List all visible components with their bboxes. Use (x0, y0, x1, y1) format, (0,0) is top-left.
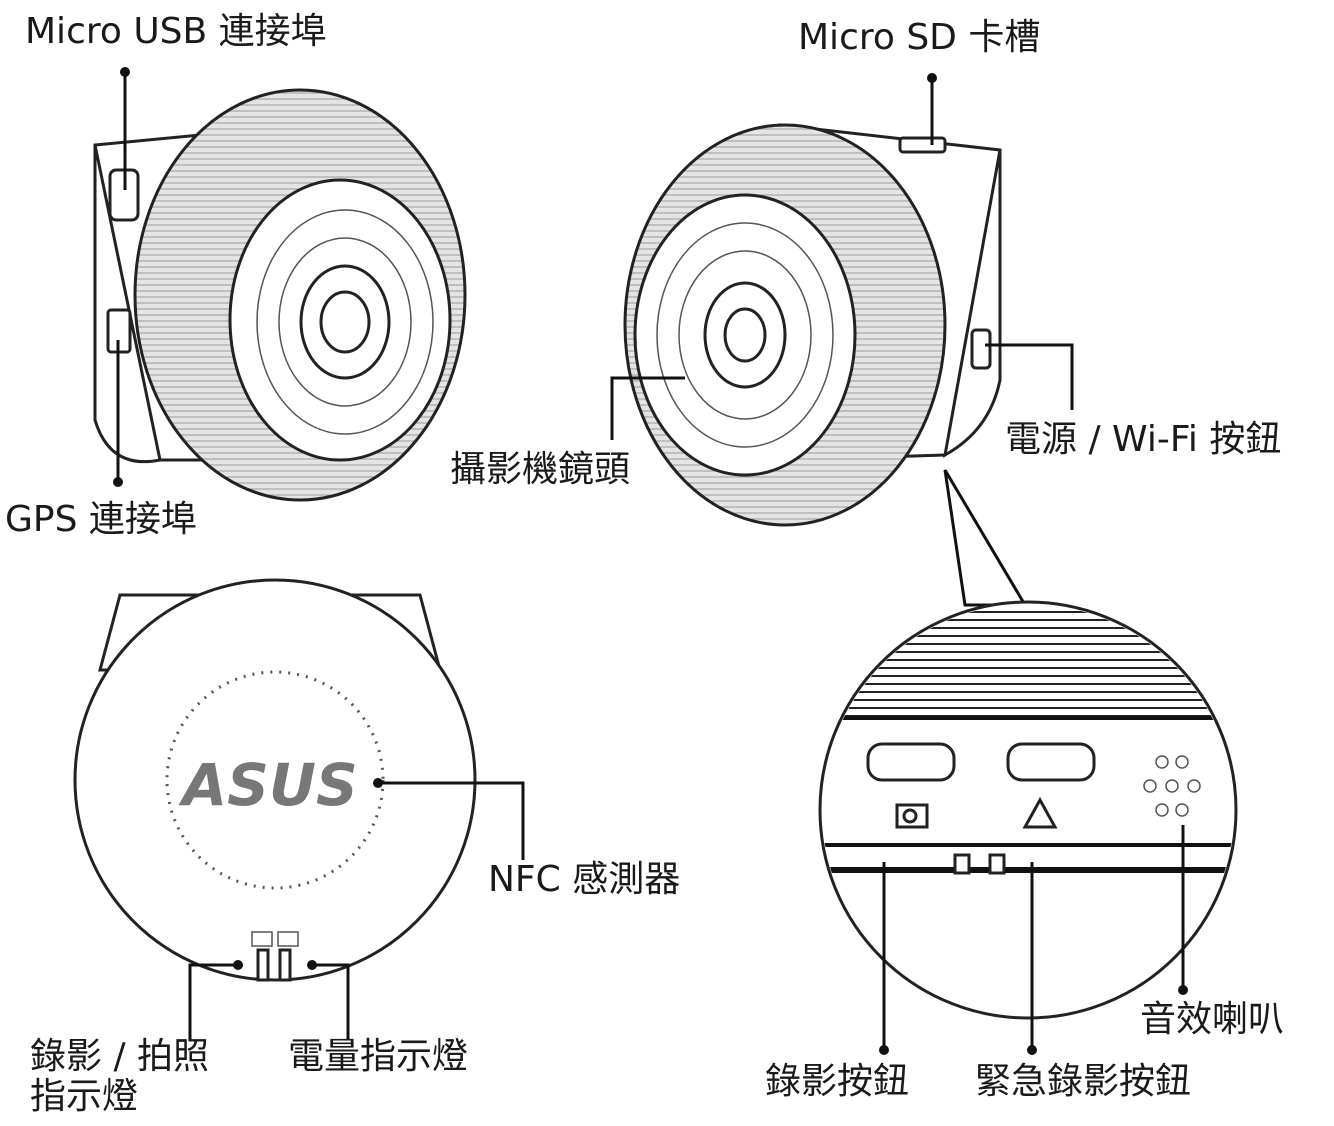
label-micro-usb: Micro USB 連接埠 (25, 12, 327, 52)
label-record-led-line2: 指示燈 (30, 1077, 138, 1117)
label-micro-sd: Micro SD 卡槽 (798, 18, 1040, 58)
camera-back-view: ASUS (75, 580, 475, 980)
label-lens: 攝影機鏡頭 (450, 450, 630, 490)
power-wifi-button-icon (972, 330, 990, 368)
label-power-wifi: 電源 / Wi-Fi 按鈕 (1005, 420, 1281, 460)
label-battery-led: 電量指示燈 (288, 1037, 468, 1077)
battery-led-icon (280, 950, 290, 980)
label-nfc: NFC 感測器 (488, 860, 680, 900)
asus-logo: ASUS (178, 751, 358, 819)
label-record-button: 錄影按鈕 (765, 1062, 909, 1102)
label-gps: GPS 連接埠 (5, 500, 197, 540)
label-speaker: 音效喇叭 (1140, 1000, 1284, 1040)
camera-right-view (625, 125, 1000, 525)
label-emergency-button: 緊急錄影按鈕 (975, 1062, 1191, 1102)
micro-sd-slot-icon (900, 138, 945, 152)
record-button-icon (868, 744, 954, 780)
emergency-button-icon (1008, 744, 1094, 780)
record-led-icon (258, 950, 268, 980)
label-record-led-line1: 錄影 / 拍照 (30, 1037, 209, 1077)
camera-left-view (95, 90, 465, 500)
